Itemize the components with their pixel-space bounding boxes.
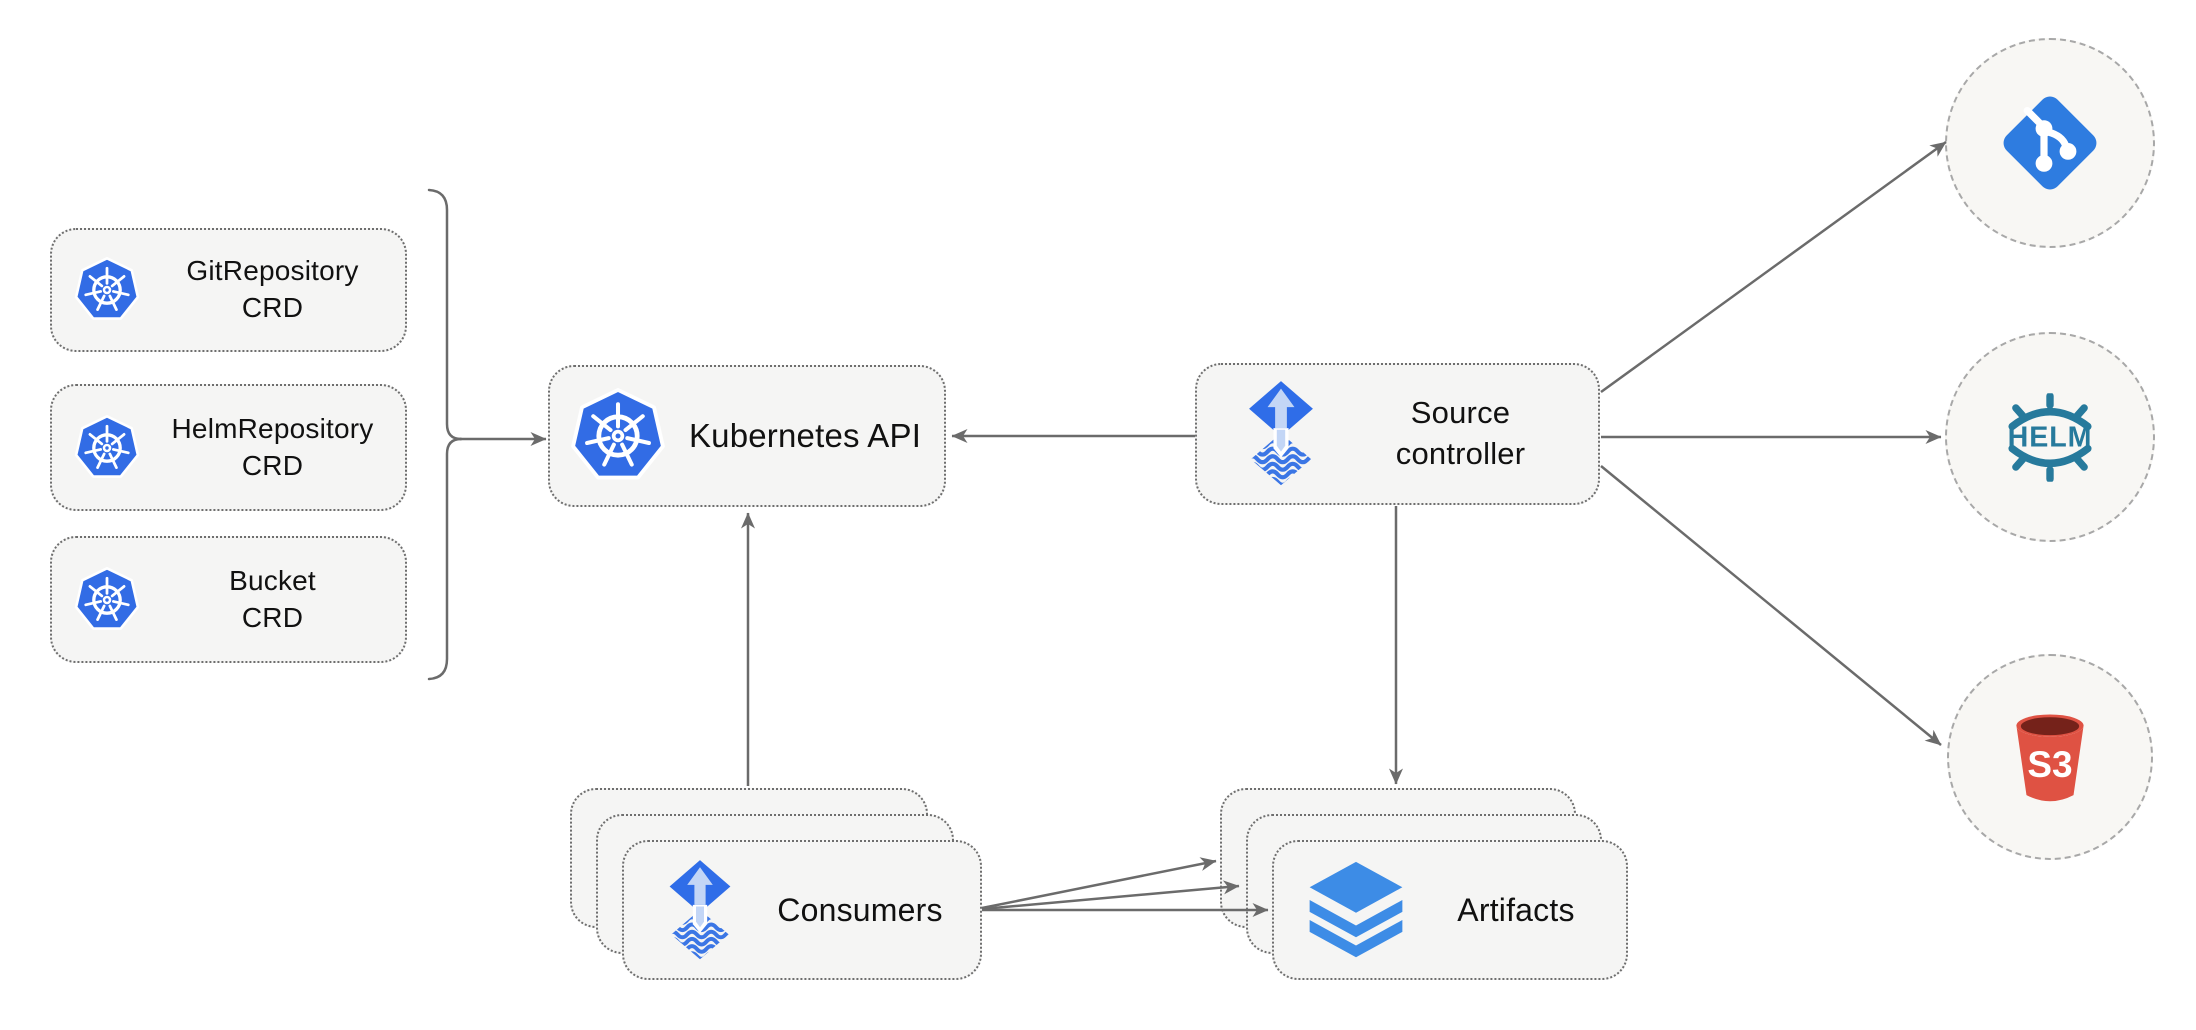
node-consumers: Consumers	[622, 840, 982, 980]
layers-icon	[1306, 860, 1406, 960]
node-title: HelmRepository	[171, 412, 374, 444]
node-label: Source controller	[1323, 393, 1598, 475]
node-artifacts: Artifacts	[1272, 840, 1628, 980]
node-title: GitRepository	[186, 255, 359, 287]
node-title: Bucket	[229, 564, 316, 596]
node-title: Artifacts	[1457, 891, 1575, 928]
kubernetes-icon	[74, 415, 140, 481]
node-label: Consumers	[740, 889, 980, 931]
s3-bucket-icon: S3	[1994, 701, 2106, 813]
node-label: Artifacts	[1406, 889, 1626, 931]
node-title: Source	[1410, 395, 1511, 431]
node-subtitle: CRD	[241, 292, 304, 323]
node-gitrepository-crd: GitRepository CRD	[50, 228, 407, 352]
arrow-source-controller-to-git	[1600, 140, 1947, 394]
node-subtitle: CRD	[241, 601, 304, 633]
node-git-source	[1945, 38, 2155, 248]
node-helmrepository-crd: HelmRepository CRD	[50, 384, 407, 511]
node-label: Bucket CRD	[140, 563, 405, 637]
bracket-bottom	[427, 437, 463, 681]
node-source-controller: Source controller	[1195, 363, 1600, 505]
node-label: Kubernetes API	[666, 414, 944, 458]
node-s3-source: S3	[1947, 654, 2153, 860]
helm-icon: HELM	[2008, 393, 2110, 482]
arrow-source-controller-to-s3	[1600, 465, 1942, 746]
helm-label: HELM	[2008, 421, 2093, 453]
kubernetes-icon	[74, 567, 140, 633]
node-subtitle: CRD	[241, 449, 304, 481]
node-title: Consumers	[777, 891, 943, 928]
bracket-top	[427, 188, 463, 441]
node-kubernetes-api: Kubernetes API	[548, 365, 946, 507]
node-subtitle: controller	[1395, 436, 1526, 471]
git-icon	[1990, 83, 2110, 203]
node-label: GitRepository CRD	[140, 253, 405, 327]
flux-icon	[1239, 381, 1323, 487]
arrow-consumers-to-artifacts-1	[981, 857, 1217, 910]
node-helm-source: HELM	[1945, 332, 2155, 542]
node-label: HelmRepository CRD	[140, 411, 405, 485]
kubernetes-icon	[74, 257, 140, 323]
arrow-consumers-to-artifacts-2	[981, 880, 1240, 911]
s3-label: S3	[2027, 744, 2072, 785]
node-bucket-crd: Bucket CRD	[50, 536, 407, 663]
node-title: Kubernetes API	[688, 417, 922, 455]
flux-icon	[660, 860, 740, 961]
kubernetes-icon	[570, 388, 666, 484]
